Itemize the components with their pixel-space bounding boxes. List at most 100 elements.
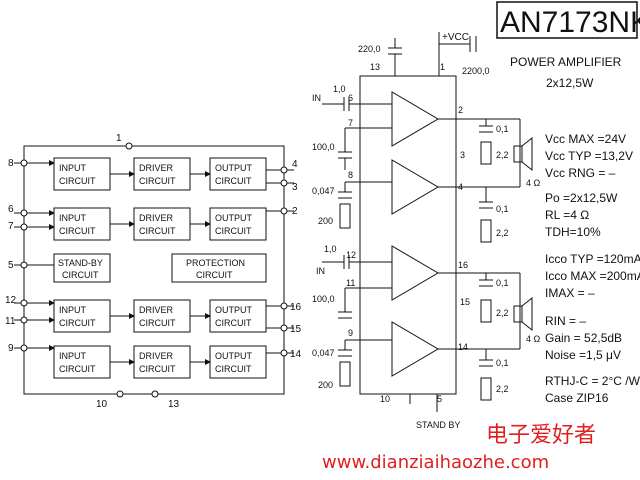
svg-text:4: 4 <box>292 159 298 170</box>
svg-text:16: 16 <box>458 260 468 270</box>
spec-imax: IMAX = – <box>545 286 595 300</box>
svg-text:CIRCUIT: CIRCUIT <box>59 318 96 328</box>
schematic-labels: +VCC 220,0 2200,0 13 1 IN IN 1,0 1,0 6 7… <box>312 32 541 430</box>
svg-text:13: 13 <box>370 62 380 72</box>
block-labels: INPUT CIRCUIT DRIVER CIRCUIT OUTPUT CIRC… <box>58 163 253 374</box>
spec-gain: Gain = 52,5dB <box>545 331 622 345</box>
svg-text:0,047: 0,047 <box>312 186 335 196</box>
amp-triangle-1 <box>391 91 439 147</box>
svg-text:CIRCUIT: CIRCUIT <box>139 226 176 236</box>
svg-text:CIRCUIT: CIRCUIT <box>59 176 96 186</box>
spec-vcc-rng: Vcc RNG = – <box>545 166 616 180</box>
spec-tdh: TDH=10% <box>545 225 601 239</box>
svg-text:1,0: 1,0 <box>333 84 346 94</box>
svg-text:CIRCUIT: CIRCUIT <box>62 270 99 280</box>
svg-text:INPUT: INPUT <box>59 213 87 223</box>
row-4 <box>14 345 294 379</box>
svg-text:OUTPUT: OUTPUT <box>215 213 253 223</box>
svg-text:1: 1 <box>440 62 445 72</box>
svg-text:2,2: 2,2 <box>496 228 509 238</box>
svg-text:DRIVER: DRIVER <box>139 351 174 361</box>
svg-text:CIRCUIT: CIRCUIT <box>139 364 176 374</box>
svg-text:100,0: 100,0 <box>312 294 335 304</box>
svg-text:4 Ω: 4 Ω <box>526 334 541 344</box>
svg-text:DRIVER: DRIVER <box>139 213 174 223</box>
speaker-2 <box>513 305 523 323</box>
svg-text:6: 6 <box>8 204 14 215</box>
svg-text:OUTPUT: OUTPUT <box>215 163 253 173</box>
svg-text:PROTECTION: PROTECTION <box>186 258 245 268</box>
spec-rin: RIN = – <box>545 314 586 328</box>
svg-text:8: 8 <box>8 158 14 169</box>
svg-text:15: 15 <box>290 324 302 335</box>
svg-text:4 Ω: 4 Ω <box>526 178 541 188</box>
svg-text:4: 4 <box>458 182 463 192</box>
svg-text:3: 3 <box>460 150 465 160</box>
svg-text:www.dianziaihaozhe.com: www.dianziaihaozhe.com <box>322 452 549 473</box>
svg-text:8: 8 <box>348 170 353 180</box>
amp-triangle-3 <box>391 245 439 301</box>
svg-text:2,2: 2,2 <box>496 150 509 160</box>
svg-text:STAND BY: STAND BY <box>416 420 460 430</box>
svg-text:CIRCUIT: CIRCUIT <box>139 176 176 186</box>
subtitle-line2: 2x12,5W <box>546 76 594 90</box>
svg-text:CIRCUIT: CIRCUIT <box>215 364 252 374</box>
amplifier-schematic <box>322 32 533 412</box>
block-pin-numbers: 1 8 6 7 5 12 11 9 4 3 2 16 15 14 10 13 <box>5 133 302 410</box>
svg-text:200: 200 <box>318 216 333 226</box>
svg-text:CIRCUIT: CIRCUIT <box>215 226 252 236</box>
svg-text:7: 7 <box>8 221 14 232</box>
svg-text:INPUT: INPUT <box>59 163 87 173</box>
svg-text:+VCC: +VCC <box>442 32 469 43</box>
svg-text:2,2: 2,2 <box>496 308 509 318</box>
svg-text:5: 5 <box>437 394 442 404</box>
row-2 <box>14 207 294 241</box>
chip-title: AN7173NK <box>500 6 640 39</box>
spec-vcc-typ: Vcc TYP =13,2V <box>545 149 633 163</box>
svg-text:STAND-BY: STAND-BY <box>58 258 103 268</box>
svg-text:INPUT: INPUT <box>59 305 87 315</box>
watermark: 电子爱好者 www.dianziaihaozhe.com <box>322 423 596 473</box>
svg-text:1,0: 1,0 <box>324 244 337 254</box>
svg-text:9: 9 <box>8 343 14 354</box>
svg-text:200: 200 <box>318 380 333 390</box>
svg-text:0,047: 0,047 <box>312 348 335 358</box>
spec-icco-max: Icco MAX =200mA <box>545 269 640 283</box>
svg-text:CIRCUIT: CIRCUIT <box>215 176 252 186</box>
svg-text:2: 2 <box>292 206 298 217</box>
svg-text:DRIVER: DRIVER <box>139 163 174 173</box>
spec-case: Case ZIP16 <box>545 391 609 405</box>
svg-text:12: 12 <box>5 295 17 306</box>
spec-icco-typ: Icco TYP =120mA <box>545 252 640 266</box>
title-frame <box>496 1 638 39</box>
svg-text:16: 16 <box>290 302 302 313</box>
amp-triangle-2 <box>391 159 439 215</box>
svg-text:2,2: 2,2 <box>496 384 509 394</box>
svg-text:2: 2 <box>458 105 463 115</box>
svg-text:100,0: 100,0 <box>312 142 335 152</box>
spec-noise: Noise =1,5 μV <box>545 348 621 362</box>
svg-text:CIRCUIT: CIRCUIT <box>139 318 176 328</box>
amp-triangle-4 <box>391 321 439 377</box>
svg-text:OUTPUT: OUTPUT <box>215 351 253 361</box>
svg-text:1: 1 <box>116 133 122 144</box>
svg-text:电子爱好者: 电子爱好者 <box>486 423 596 448</box>
block-diagram <box>14 142 294 398</box>
svg-text:10: 10 <box>96 399 108 410</box>
svg-text:CIRCUIT: CIRCUIT <box>196 270 233 280</box>
svg-text:CIRCUIT: CIRCUIT <box>59 226 96 236</box>
svg-text:CIRCUIT: CIRCUIT <box>59 364 96 374</box>
spec-vcc-max: Vcc MAX =24V <box>545 132 626 146</box>
svg-text:13: 13 <box>168 399 180 410</box>
svg-text:0,1: 0,1 <box>496 124 509 134</box>
svg-text:OUTPUT: OUTPUT <box>215 305 253 315</box>
svg-text:2200,0: 2200,0 <box>462 66 490 76</box>
spec-list: Vcc MAX =24V Vcc TYP =13,2V Vcc RNG = – … <box>545 132 640 405</box>
svg-text:14: 14 <box>290 349 302 360</box>
svg-text:3: 3 <box>292 182 298 193</box>
svg-text:220,0: 220,0 <box>358 44 381 54</box>
svg-text:12: 12 <box>346 250 356 260</box>
spec-po: Po =2x12,5W <box>545 191 618 205</box>
